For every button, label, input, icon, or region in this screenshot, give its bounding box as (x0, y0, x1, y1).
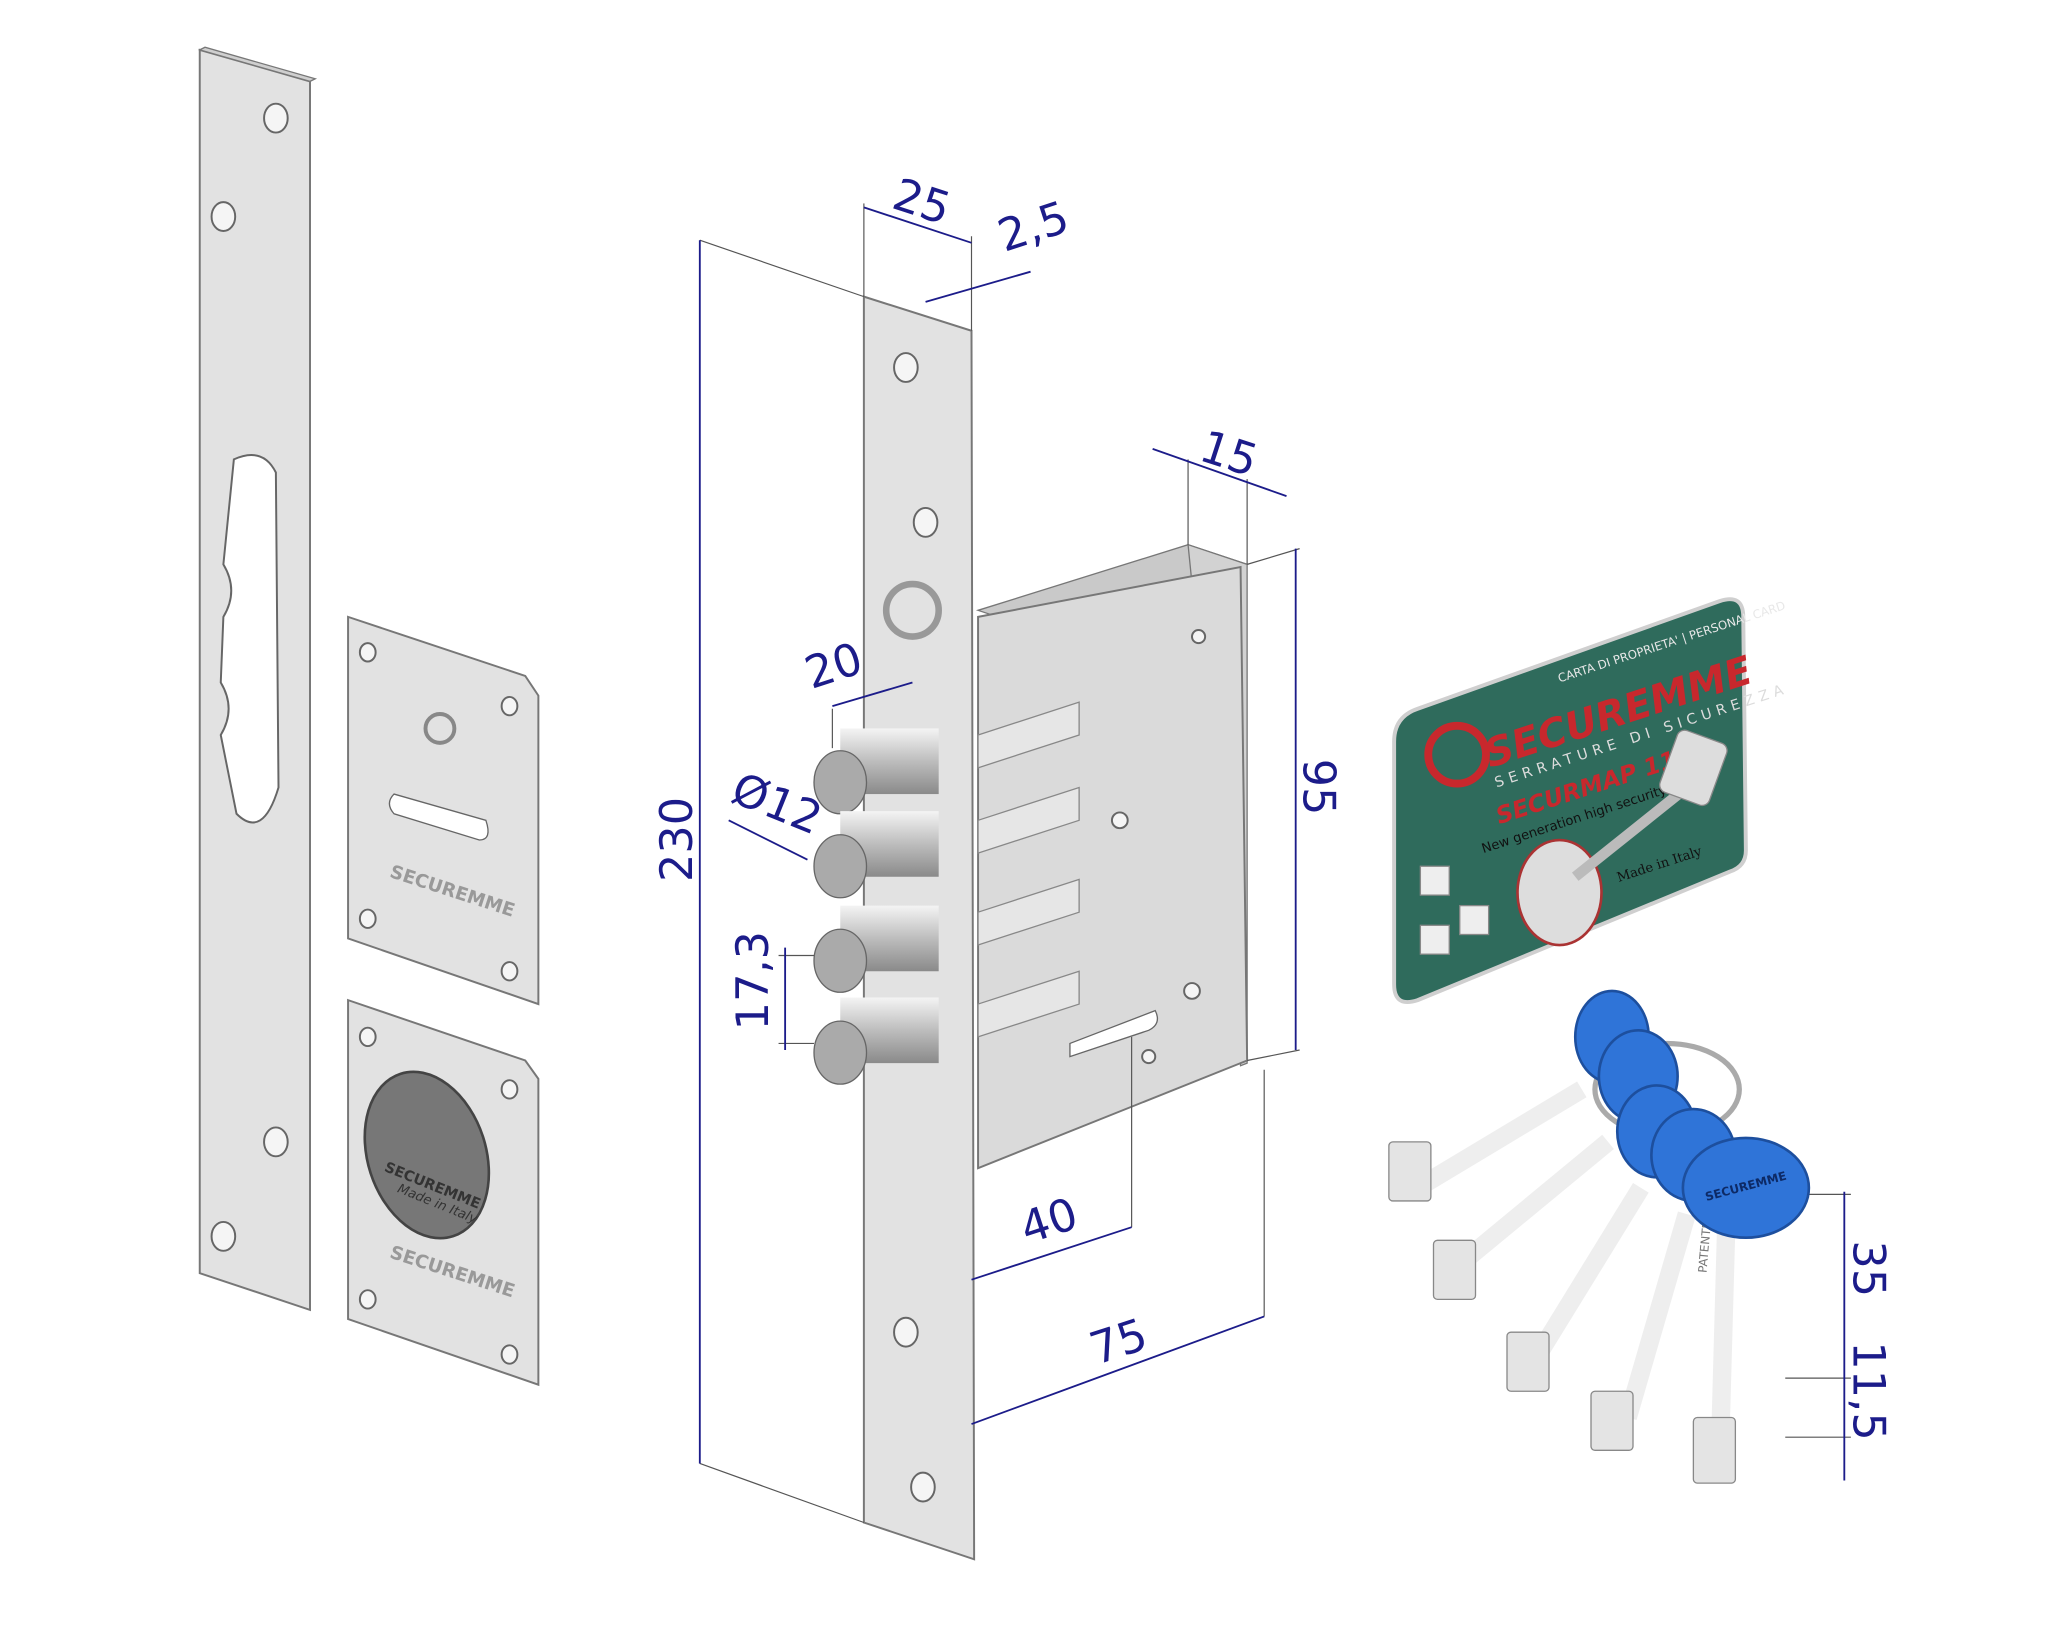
key-bit (1590, 1390, 1634, 1451)
escutcheon-cap-plate: SECUREMME Made in Italy SECUREMME (347, 998, 540, 1387)
dim-case-depth: 15 (1194, 420, 1264, 487)
dim-key-length: 35 (1843, 1240, 1895, 1297)
strike-slot (219, 454, 280, 824)
lock-case (975, 543, 1250, 1170)
dim-bolt-diameter: Ø12 (725, 763, 830, 846)
feature-icon (1419, 924, 1450, 955)
strike-plate (197, 46, 318, 1312)
card-key-head (1659, 729, 1728, 807)
dim-faceplate-thickness: 2,5 (992, 191, 1076, 262)
escutcheon-cap (363, 1070, 491, 1240)
key-bit (1506, 1331, 1550, 1392)
dim-case-height: 95 (1293, 759, 1345, 816)
keyhole (388, 793, 489, 841)
dim-faceplate-height: 230 (651, 797, 703, 882)
key-cross-section (1516, 838, 1603, 947)
bolt (813, 811, 939, 899)
dim-key-bit: 11,5 (1843, 1341, 1895, 1440)
brand-logo-icon (1424, 721, 1490, 788)
case-keyhole (1069, 1009, 1159, 1058)
deadbolts (813, 728, 939, 1085)
dim-bolt-offset: 20 (799, 633, 869, 700)
key-bit (1432, 1239, 1477, 1301)
dim-backset: 40 (1014, 1188, 1084, 1255)
dimension-lines (698, 203, 1851, 1524)
dim-case-width: 75 (1084, 1308, 1154, 1375)
key-bit (1692, 1416, 1737, 1484)
feature-icon (1459, 904, 1490, 936)
key-bunch: PATENTED SECUREMME (1388, 989, 1811, 1484)
key-head (1681, 1136, 1811, 1239)
escutcheon-keyhole-plate: SECUREMME (347, 615, 540, 1006)
bolt (813, 905, 939, 993)
logo-icon (882, 580, 942, 640)
dim-bolt-pitch: 17,3 (727, 931, 779, 1030)
property-card: CARTA DI PROPRIETA' | PERSONAL CARD SECU… (1392, 597, 1790, 1005)
bolt (813, 997, 939, 1085)
dim-faceplate-width: 25 (887, 168, 957, 235)
bolt (813, 728, 939, 815)
feature-icon (1419, 865, 1450, 896)
key-bit (1388, 1141, 1432, 1202)
logo-icon (423, 712, 457, 745)
